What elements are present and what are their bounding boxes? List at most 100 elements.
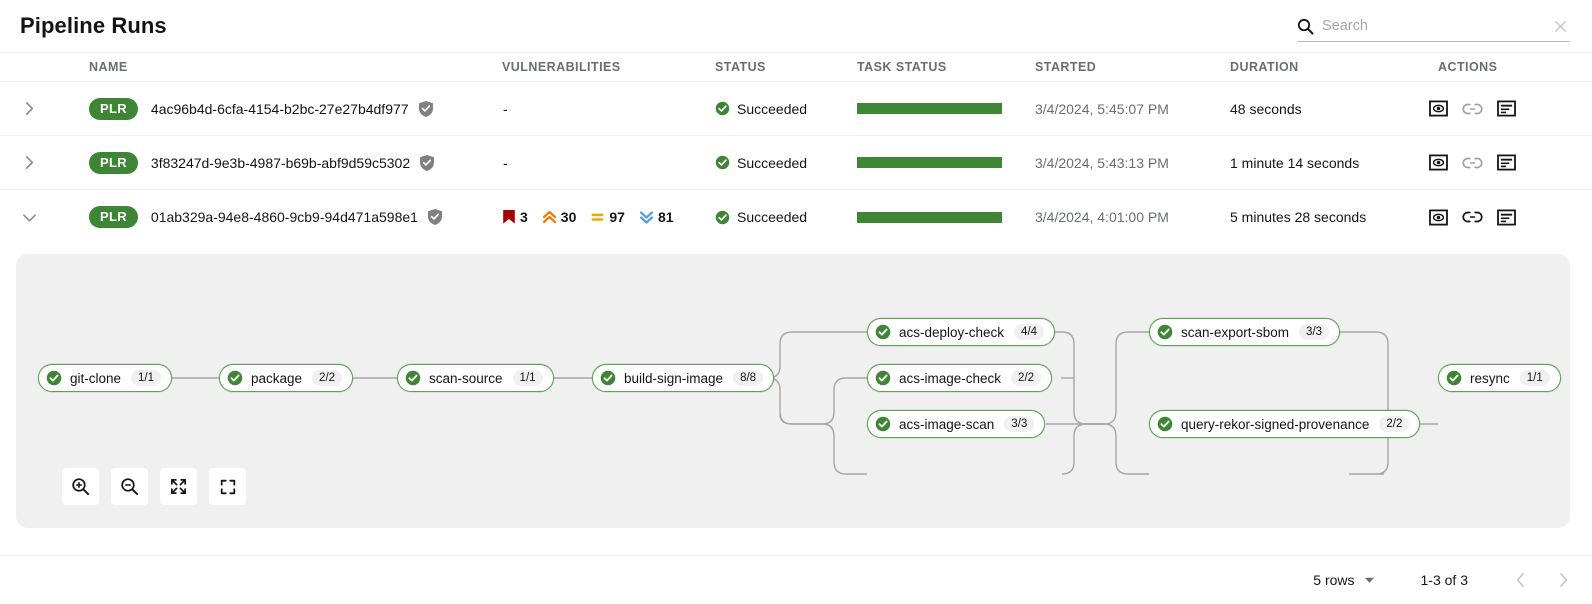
- resource-type-badge: PLR: [89, 151, 138, 174]
- severity-low-icon: [639, 209, 654, 225]
- link-icon[interactable]: [1462, 210, 1483, 224]
- task-status-cell: [857, 211, 1035, 223]
- document-lines-icon[interactable]: [1497, 100, 1516, 117]
- zoom-out-button[interactable]: [111, 468, 148, 505]
- page-header: Pipeline Runs: [0, 0, 1592, 52]
- vulnerabilities-cell: 3 30: [502, 209, 715, 225]
- graph-node-package[interactable]: package 2/2: [219, 364, 354, 392]
- vulnerability-moderate: 97: [590, 209, 625, 225]
- rows-per-page-select[interactable]: 5 rows: [1313, 572, 1374, 588]
- actions-cell[interactable]: [1429, 154, 1592, 171]
- pagination-controls[interactable]: [1512, 569, 1572, 591]
- name-cell[interactable]: PLR 4ac96b4d-6cfa-4154-b2bc-27e27b4df977: [58, 97, 502, 120]
- search-bar[interactable]: [1297, 11, 1570, 42]
- duration-text: 48 seconds: [1230, 100, 1302, 117]
- task-status-bar: [857, 103, 1002, 114]
- table-header-row: NAME VULNERABILITIES STATUS TASK STATUS …: [0, 52, 1592, 82]
- vulnerability-important: 30: [542, 209, 577, 225]
- vulnerability-low-count: 81: [657, 209, 674, 225]
- link-icon[interactable]: [1462, 156, 1483, 170]
- graph-node-resync[interactable]: resync 1/1: [1438, 364, 1561, 392]
- duration-cell: 1 minute 14 seconds: [1230, 155, 1429, 171]
- graph-node-label: acs-deploy-check: [899, 324, 1005, 340]
- column-header-started: STARTED: [1035, 60, 1097, 74]
- graph-node-label: scan-source: [429, 370, 503, 386]
- graph-node-acs-image-check[interactable]: acs-image-check 2/2: [867, 364, 1053, 392]
- expand-arrows-icon: [169, 477, 188, 496]
- vulnerability-critical: 3: [502, 209, 528, 225]
- check-circle-icon: [875, 416, 891, 432]
- table-row[interactable]: PLR 01ab329a-94e8-4860-9cb9-94d471a598e1: [0, 190, 1592, 244]
- pipeline-run-name[interactable]: 3f83247d-9e3b-4987-b69b-abf9d59c5302: [150, 154, 411, 171]
- column-header-task-status: TASK STATUS: [857, 60, 947, 74]
- document-lines-icon[interactable]: [1497, 154, 1516, 171]
- graph-node-build-sign-image[interactable]: build-sign-image 8/8: [592, 364, 775, 392]
- task-status-cell: [857, 103, 1035, 114]
- table-row[interactable]: PLR 3f83247d-9e3b-4987-b69b-abf9d59c5302…: [0, 136, 1592, 190]
- status-text: Succeeded: [737, 100, 808, 117]
- status-text: Succeeded: [737, 154, 808, 171]
- document-lines-icon[interactable]: [1497, 209, 1516, 226]
- link-icon[interactable]: [1462, 102, 1483, 116]
- fullscreen-button[interactable]: [209, 468, 246, 505]
- zoom-in-button[interactable]: [62, 468, 99, 505]
- vulnerability-important-count: 30: [560, 209, 577, 225]
- caret-down-icon: [1364, 576, 1375, 584]
- eye-box-icon[interactable]: [1429, 154, 1448, 171]
- name-cell[interactable]: PLR 01ab329a-94e8-4860-9cb9-94d471a598e1: [58, 206, 502, 228]
- fit-to-screen-button[interactable]: [160, 468, 197, 505]
- row-toggle-cell[interactable]: [0, 208, 58, 227]
- graph-node-count: 2/2: [1011, 369, 1042, 387]
- check-circle-icon: [1446, 370, 1462, 386]
- graph-node-label: acs-image-check: [899, 370, 1002, 386]
- graph-node-label: query-rekor-signed-provenance: [1181, 416, 1370, 432]
- zoom-out-icon: [120, 477, 139, 496]
- actions-cell[interactable]: [1429, 209, 1592, 226]
- pagination-range: 1-3 of 3: [1420, 572, 1468, 588]
- graph-node-label: git-clone: [70, 370, 122, 386]
- pipeline-run-name[interactable]: 01ab329a-94e8-4860-9cb9-94d471a598e1: [150, 209, 418, 225]
- chevron-right-icon[interactable]: [20, 97, 39, 120]
- shield-check-icon: [418, 100, 434, 118]
- graph-node-count: 3/3: [1004, 415, 1035, 433]
- graph-node-scan-export-sbom[interactable]: scan-export-sbom 3/3: [1149, 318, 1341, 346]
- graph-node-count: 1/1: [131, 369, 162, 387]
- started-cell: 3/4/2024, 5:43:13 PM: [1035, 155, 1230, 171]
- name-cell[interactable]: PLR 3f83247d-9e3b-4987-b69b-abf9d59c5302: [58, 151, 502, 174]
- graph-node-acs-image-scan[interactable]: acs-image-scan 3/3: [867, 410, 1046, 438]
- shield-check-icon: [427, 208, 443, 226]
- pipeline-run-name[interactable]: 4ac96b4d-6cfa-4154-b2bc-27e27b4df977: [150, 100, 409, 117]
- row-toggle-cell[interactable]: [0, 97, 58, 120]
- check-circle-icon: [46, 370, 62, 386]
- check-circle-icon: [875, 324, 891, 340]
- row-toggle-cell[interactable]: [0, 151, 58, 174]
- actions-cell[interactable]: [1429, 100, 1592, 117]
- eye-box-icon[interactable]: [1429, 100, 1448, 117]
- column-header-actions: ACTIONS: [1438, 60, 1498, 74]
- graph-zoom-controls[interactable]: [62, 468, 246, 505]
- graph-node-label: build-sign-image: [624, 370, 724, 386]
- started-text: 3/4/2024, 5:43:13 PM: [1035, 154, 1169, 171]
- close-icon[interactable]: [1551, 17, 1570, 36]
- table-row[interactable]: PLR 4ac96b4d-6cfa-4154-b2bc-27e27b4df977…: [0, 82, 1592, 136]
- graph-node-query-rekor-signed-provenance[interactable]: query-rekor-signed-provenance 2/2: [1149, 410, 1421, 438]
- status-cell: Succeeded: [715, 101, 857, 117]
- started-cell: 3/4/2024, 4:01:00 PM: [1035, 209, 1230, 225]
- chevron-left-icon[interactable]: [1512, 569, 1529, 591]
- check-circle-icon: [227, 370, 243, 386]
- graph-node-git-clone[interactable]: git-clone 1/1: [38, 364, 173, 392]
- pipeline-graph-panel[interactable]: git-clone 1/1 package 2/2 scan-source 1/…: [16, 254, 1570, 528]
- chevron-right-icon[interactable]: [20, 151, 39, 174]
- chevron-right-icon[interactable]: [1555, 569, 1572, 591]
- graph-node-scan-source[interactable]: scan-source 1/1: [397, 364, 554, 392]
- vulnerabilities-cell: -: [502, 155, 715, 171]
- search-input[interactable]: [1322, 15, 1543, 37]
- severity-moderate-icon: [590, 209, 605, 225]
- severity-critical-icon: [502, 209, 516, 225]
- started-text: 3/4/2024, 4:01:00 PM: [1035, 209, 1169, 225]
- graph-node-acs-deploy-check[interactable]: acs-deploy-check 4/4: [867, 318, 1056, 346]
- severity-important-icon: [542, 209, 557, 225]
- chevron-down-icon[interactable]: [18, 208, 41, 227]
- eye-box-icon[interactable]: [1429, 209, 1448, 226]
- graph-node-label: resync: [1470, 370, 1510, 386]
